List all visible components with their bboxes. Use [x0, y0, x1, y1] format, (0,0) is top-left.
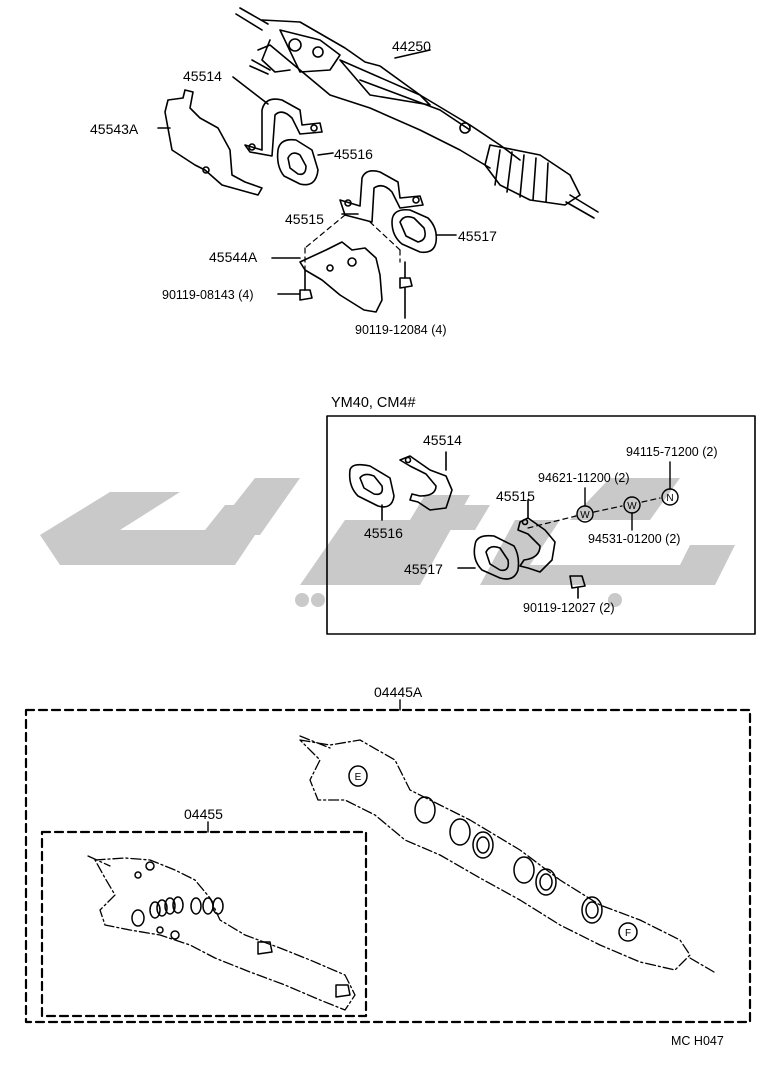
variant-label-bolt: 90119-12027 (2) [523, 601, 615, 615]
kit-part-e-letter: E [355, 772, 362, 783]
label-45517: 45517 [458, 228, 497, 244]
kit-outer-box [24, 708, 752, 1024]
variant-dashed-line [527, 497, 661, 529]
variant-title: YM40, CM4# [331, 395, 416, 411]
variant-clamp-45514 [399, 451, 453, 511]
label-44250: 44250 [392, 38, 431, 54]
kit-rack-housing-outline [299, 735, 715, 973]
variant-bolt [569, 575, 586, 599]
circle-letters: W W N E F [355, 493, 674, 939]
variant-label-washer-b: 94531-01200 (2) [588, 532, 681, 546]
kit-part-f-letter: F [625, 928, 631, 939]
variant-label-nut: 94115-71200 (2) [626, 445, 718, 459]
label-45544A: 45544A [209, 249, 258, 265]
kit-seals-outer [348, 765, 638, 942]
variant-label-45514: 45514 [423, 432, 462, 448]
clamp-45514-top [232, 76, 323, 157]
top-dashed-leaders [304, 214, 401, 271]
variant-hardware-circles [576, 461, 679, 531]
kit-valve-housing-outline [87, 855, 356, 1011]
bracket-45543A [157, 89, 263, 196]
variant-label-washer-a: 94621-11200 (2) [538, 471, 630, 485]
label-bolt-90119-08143: 90119-08143 (4) [162, 288, 254, 302]
bolt-right [399, 261, 413, 319]
label-45514: 45514 [183, 68, 222, 84]
variant-bush-45516 [348, 463, 395, 521]
variant-label-45517: 45517 [404, 561, 443, 577]
kit-label-04455: 04455 [184, 806, 223, 822]
nut-n-letter: N [666, 493, 673, 504]
bolt-left [277, 269, 313, 301]
bush-45516 [276, 138, 334, 186]
washer-w-letter-a: W [580, 510, 590, 521]
label-bolt-90119-12084: 90119-12084 (4) [355, 323, 447, 337]
bush-45517 [391, 208, 457, 254]
watermark-logo [40, 478, 735, 607]
kit-seals-inner [131, 861, 351, 998]
label-45515: 45515 [285, 211, 324, 227]
label-45516: 45516 [334, 146, 373, 162]
variant-bush-45517 [457, 534, 520, 580]
washer-w-letter-b: W [627, 501, 637, 512]
bracket-45544A [271, 241, 383, 313]
clamp-45515 [339, 170, 424, 223]
steering-rack-assembly [235, 7, 599, 219]
label-45543A: 45543A [90, 121, 139, 137]
variant-label-45515: 45515 [496, 488, 535, 504]
kit-inner-box [40, 830, 368, 1018]
line-art [24, 7, 756, 1024]
variant-clamp-45515 [517, 499, 556, 573]
footer-code: MC H047 [671, 1034, 724, 1048]
kit-label-04445A: 04445A [374, 684, 423, 700]
variant-box [326, 415, 756, 635]
variant-label-45516: 45516 [364, 525, 403, 541]
